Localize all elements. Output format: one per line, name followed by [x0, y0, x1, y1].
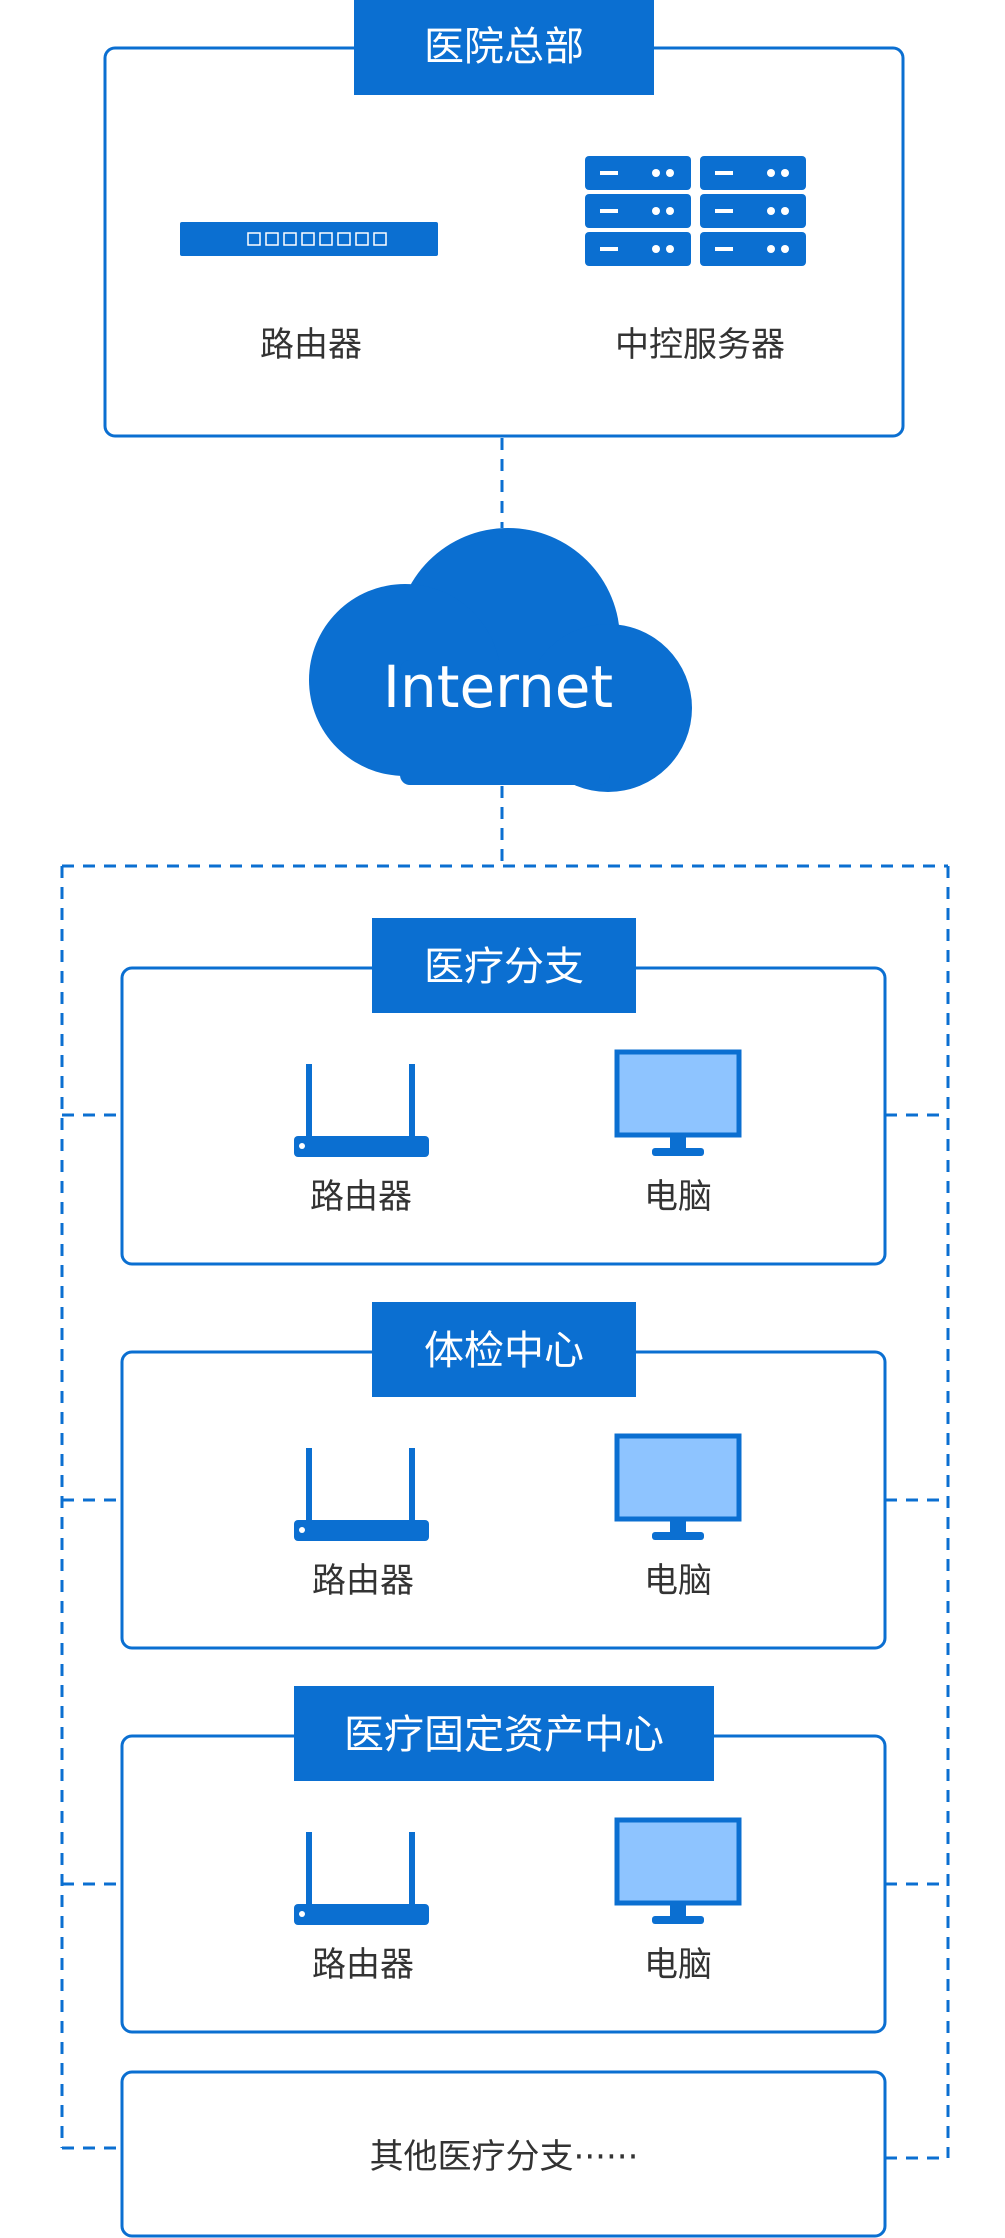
router-label: 路由器 — [312, 1561, 414, 1601]
internet-label: Internet — [383, 653, 613, 721]
headquarters-group: 医院总部 路由器 — [103, 0, 905, 438]
computer-label: 电脑 — [644, 1561, 712, 1601]
branch-medical: 医疗分支 路由器 电脑 — [120, 918, 887, 1266]
computer-label: 电脑 — [644, 1177, 712, 1217]
branch-title-bar — [372, 1302, 636, 1397]
server-label: 中控服务器 — [615, 325, 785, 365]
router-label: 路由器 — [310, 1177, 412, 1217]
monitor-icon — [614, 1817, 742, 1924]
headquarters-title-bar — [354, 0, 654, 95]
computer-label: 电脑 — [644, 1945, 712, 1985]
branch-fixed-assets-center: 医疗固定资产中心 路由器 电脑 — [120, 1686, 887, 2034]
server-rack-icon — [585, 156, 806, 266]
branch-title-bar — [372, 918, 636, 1013]
headquarters-title: 医院总部 — [424, 24, 584, 70]
branch-title: 医疗分支 — [424, 944, 584, 990]
cloud-icon: Internet — [309, 528, 692, 792]
hq-router-label: 路由器 — [260, 325, 362, 365]
branch-title-bar — [294, 1686, 714, 1781]
other-branches-label: 其他医疗分支······ — [370, 2137, 639, 2177]
wifi-router-icon — [294, 1448, 429, 1541]
other-branches: 其他医疗分支······ — [120, 2070, 887, 2238]
router-label: 路由器 — [312, 1945, 414, 1985]
monitor-icon — [614, 1433, 742, 1540]
branch-title: 体检中心 — [424, 1328, 584, 1374]
rack-router-icon — [180, 222, 438, 256]
monitor-icon — [614, 1049, 742, 1156]
other-branches-box — [120, 2070, 887, 2238]
branch-title: 医疗固定资产中心 — [344, 1712, 664, 1758]
branches-network-frame — [60, 864, 950, 2160]
branch-checkup-center: 体检中心 路由器 电脑 — [120, 1302, 887, 1650]
wifi-router-icon — [294, 1064, 429, 1157]
wifi-router-icon — [294, 1832, 429, 1925]
